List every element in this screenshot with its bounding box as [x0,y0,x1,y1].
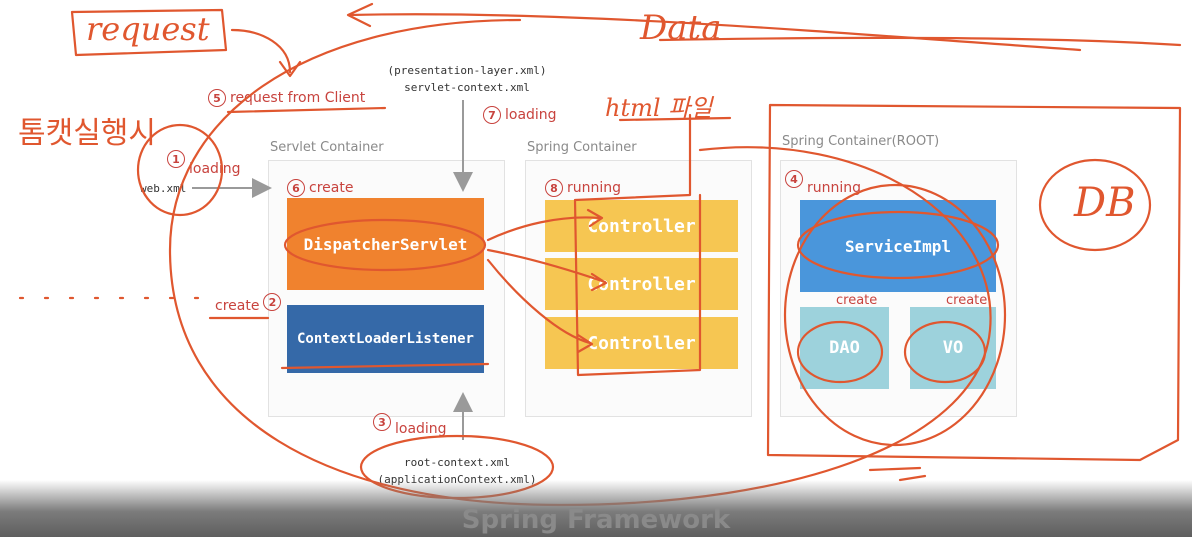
servlet-container-title: Servlet Container [270,140,384,155]
dispatcher-circle-stroke [283,218,487,272]
bottom-right-mark [868,466,927,482]
step-7-label: loading [505,107,557,123]
step-5-label: request from Client [230,90,366,106]
root-red-box-stroke [766,103,1182,462]
step-4-label: running [807,180,862,196]
vo-circle-stroke [903,320,987,384]
step-5-number: 5 [208,89,226,107]
step-4-number: 4 [785,170,803,188]
dispatcher-to-controller-2 [486,248,608,292]
controller-bracket-stroke [573,113,702,377]
dispatcher-to-controller-1 [486,208,604,242]
presentation-layer-label: (presentation-layer.xml) [387,64,547,77]
step-1-label: loading [189,161,241,177]
step-2-label: create [215,298,260,314]
handwritten-request: request [86,10,210,48]
controller-block-1: Controller [545,200,738,252]
step-8: 8 running [545,179,621,197]
request-underline-stroke [226,106,387,114]
root-big-circle-stroke [783,183,1007,447]
step-3-number: 3 [373,413,391,431]
listener-underline-stroke [280,362,490,370]
root-context-label: root-context.xml [404,456,510,469]
root-container-title: Spring Container(ROOT) [782,134,940,149]
servlet-context-label: servlet-context.xml [404,81,530,94]
step-8-number: 8 [545,179,563,197]
bottom-bar [0,480,1192,537]
create-label-dao: create [836,293,878,308]
create-label-vo: create [946,293,988,308]
step-4: 4 running [785,170,861,196]
step-2-number: 2 [263,293,282,311]
big-loop-stroke [168,18,992,507]
step-7-number: 7 [483,106,501,124]
spring-container-title: Spring Container [527,140,637,155]
step-8-label: running [567,180,622,196]
step-5: 5 request from Client [208,89,365,107]
step-6: 6 create [287,179,353,197]
context-loader-listener-block: ContextLoaderListener [287,305,484,373]
vo-block: VO [910,307,996,389]
service-impl-block: ServiceImpl [800,200,996,292]
handwritten-db: DB [1074,180,1136,226]
step-1-number: 1 [167,150,185,168]
service-circle-stroke [796,210,1000,280]
top-right-line-stroke [658,36,1182,47]
request-box-stroke [70,8,228,57]
handwritten-html: html 파일 [605,94,713,122]
db-circle-stroke [1038,158,1152,252]
step-1: 1 loading [167,150,241,177]
dispatcher-servlet-block: DispatcherServlet [287,198,484,290]
html-underline-stroke [618,116,732,122]
web-xml-label: web.xml [140,182,187,195]
step-6-label: create [309,180,354,196]
step-3-label: loading [395,421,447,437]
footer-title: Spring Framework [461,505,731,535]
step-2: 2 create [215,293,282,314]
step-3: 3 loading [373,413,447,437]
handwritten-korean: 톰캣실행시 [18,116,156,151]
dispatcher-to-controller-3 [486,258,594,354]
data-arrow-stroke [346,2,1082,52]
loading-circle-stroke [136,123,224,217]
handwritten-data: Data [640,8,722,48]
step-6-number: 6 [287,179,305,197]
dao-circle-stroke [796,320,884,384]
step-7: 7 loading [483,106,557,124]
